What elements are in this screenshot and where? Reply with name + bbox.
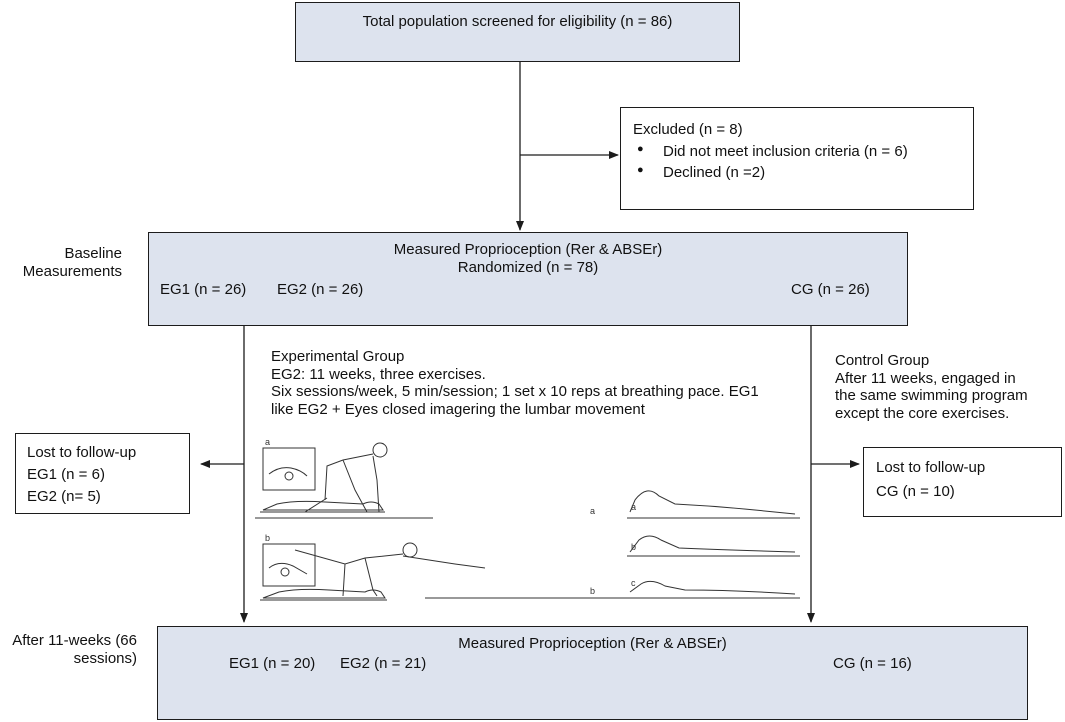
panel-label-1b: b xyxy=(265,533,270,543)
final-line1: Measured Proprioception (Rer & ABSEr) xyxy=(458,635,727,652)
baseline-eg2: EG2 (n = 26) xyxy=(277,281,364,298)
experimental-line-4: like EG2 + Eyes closed imagering the lum… xyxy=(271,401,645,419)
screening-text: Total population screened for eligibilit… xyxy=(362,13,673,30)
control-line-1: Control Group xyxy=(835,352,930,369)
panel-label-2a: a xyxy=(590,506,595,516)
exercise-3a-figure xyxy=(629,490,796,515)
lost-right-box: Lost to follow-up CG (n = 10) xyxy=(863,447,1062,517)
exercise-1b-figure xyxy=(262,588,386,599)
baseline-label-line2: Measurements xyxy=(22,262,122,280)
excluded-title: Excluded (n = 8) xyxy=(633,121,743,138)
exercise-1a-inset xyxy=(262,447,316,491)
excluded-item-declined: Declined (n =2) xyxy=(633,164,908,182)
exercise-2b-figure xyxy=(294,549,486,597)
exercise-3c-figure xyxy=(629,580,796,595)
experimental-group-text: Experimental Group EG2: 11 weeks, three … xyxy=(271,348,759,419)
lost-left-eg1: EG1 (n = 6) xyxy=(27,466,105,483)
screening-box: Total population screened for eligibilit… xyxy=(295,2,740,62)
baseline-box: Measured Proprioception (Rer & ABSEr) Ra… xyxy=(148,232,908,326)
experimental-line-1: Experimental Group xyxy=(271,348,405,365)
lost-left-eg2: EG2 (n= 5) xyxy=(27,488,101,505)
panel-label-2b: b xyxy=(590,586,595,596)
final-eg2: EG2 (n = 21) xyxy=(340,655,427,672)
exercise-illustrations: a b a b a b c xyxy=(255,440,800,601)
panel-label-3a: a xyxy=(631,502,636,512)
excluded-list: Did not meet inclusion criteria (n = 6) … xyxy=(633,143,908,182)
baseline-label-line1: Baseline xyxy=(64,245,122,262)
control-line-3: the same swimming program xyxy=(835,387,1028,405)
final-label: After 11-weeks (66 sessions) xyxy=(12,632,137,667)
control-group-text: Control Group After 11 weeks, engaged in… xyxy=(835,352,1028,423)
baseline-label: Baseline Measurements xyxy=(23,245,122,280)
lost-right-cg: CG (n = 10) xyxy=(876,483,955,500)
lost-right-title: Lost to follow-up xyxy=(876,459,986,476)
final-label-line2: sessions) xyxy=(73,649,137,667)
control-line-4: except the core exercises. xyxy=(835,405,1010,423)
final-cg: CG (n = 16) xyxy=(833,655,912,672)
panel-label-1a: a xyxy=(265,440,270,447)
excluded-item-not-eligible: Did not meet inclusion criteria (n = 6) xyxy=(633,143,908,161)
final-label-line1: After 11-weeks (66 xyxy=(12,632,137,649)
control-line-2: After 11 weeks, engaged in xyxy=(835,369,1016,387)
baseline-cg: CG (n = 26) xyxy=(791,281,870,298)
experimental-line-3: Six sessions/week, 5 min/session; 1 set … xyxy=(271,383,759,401)
exercise-1b-inset xyxy=(262,543,316,587)
final-eg1: EG1 (n = 20) xyxy=(229,655,316,672)
excluded-box: Excluded (n = 8) Did not meet inclusion … xyxy=(620,107,974,210)
baseline-line2: Randomized (n = 78) xyxy=(457,259,599,276)
panel-label-3c: c xyxy=(631,578,636,588)
final-box: Measured Proprioception (Rer & ABSEr) EG… xyxy=(157,626,1028,720)
exercise-2a-figure xyxy=(304,453,380,513)
baseline-line1: Measured Proprioception (Rer & ABSEr) xyxy=(393,241,663,258)
exercise-3b-figure xyxy=(629,535,796,553)
lost-left-box: Lost to follow-up EG1 (n = 6) EG2 (n= 5) xyxy=(15,433,190,514)
panel-label-3b: b xyxy=(631,542,636,552)
experimental-line-2: EG2: 11 weeks, three exercises. xyxy=(271,365,486,383)
baseline-eg1: EG1 (n = 26) xyxy=(160,281,247,298)
lost-left-title: Lost to follow-up xyxy=(27,444,137,461)
